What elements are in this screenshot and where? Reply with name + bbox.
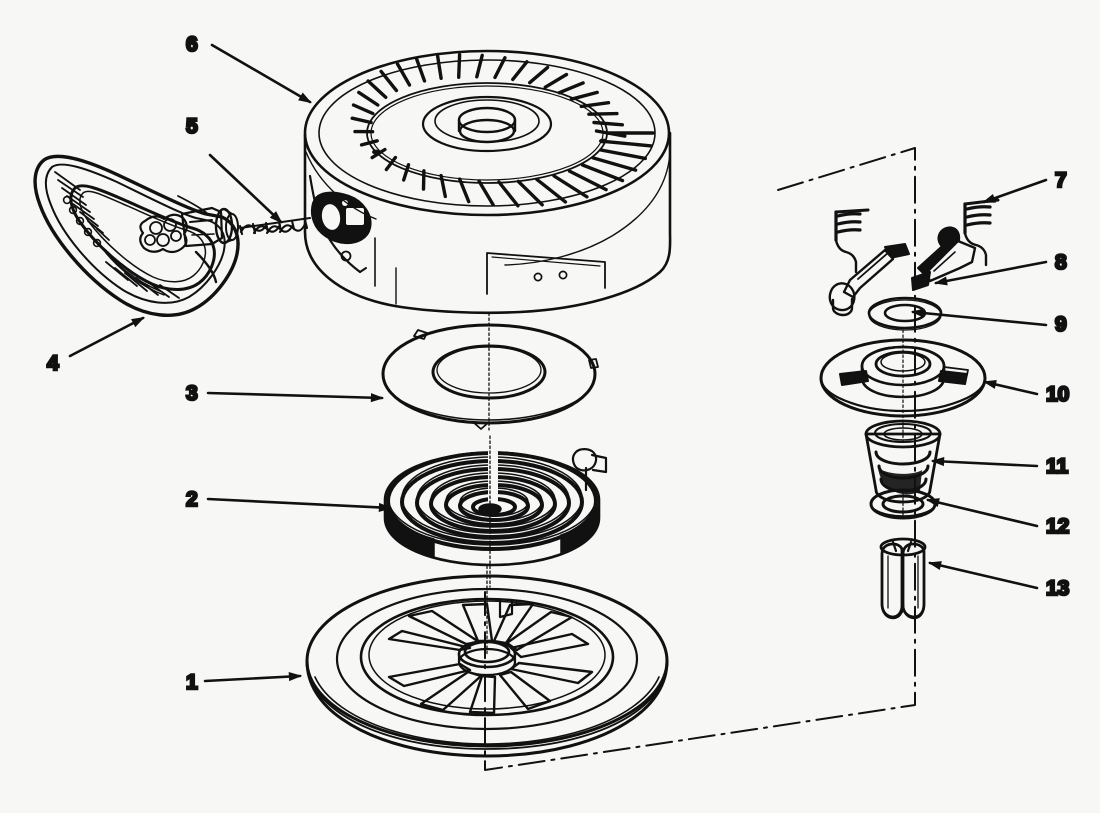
part-pawl-return-spring-right <box>963 198 1000 267</box>
callout-leader-line <box>206 497 392 510</box>
callout-7[interactable]: 7 <box>981 168 1068 204</box>
callout-leader-line <box>68 316 145 358</box>
callout-number-13: 13 <box>1046 577 1069 600</box>
part-retainer-washer <box>869 488 937 520</box>
part-roll-pin <box>879 537 927 620</box>
callout-number-7: 7 <box>1055 169 1067 192</box>
callout-arrowhead <box>269 211 283 224</box>
callout-arrowhead <box>925 498 940 507</box>
callout-arrowhead <box>370 393 385 403</box>
callout-leader-line <box>911 310 1048 327</box>
callout-2[interactable]: 2 <box>185 487 393 512</box>
callout-13[interactable]: 13 <box>927 561 1071 601</box>
callout-number-11: 11 <box>1046 455 1069 478</box>
detail-group-boundary <box>484 147 916 771</box>
part-starter-pawl-right <box>911 226 977 291</box>
callout-number-6: 6 <box>186 33 198 56</box>
part-starter-pulley <box>305 565 669 758</box>
callout-number-3: 3 <box>186 382 198 405</box>
callout-number-1: 1 <box>186 671 198 694</box>
callout-leader-line <box>928 561 1039 590</box>
callout-1[interactable]: 1 <box>185 670 303 695</box>
recoil-spring-outer-hook <box>571 448 608 492</box>
callout-leader-line <box>206 391 384 400</box>
callout-8[interactable]: 8 <box>933 250 1068 286</box>
part-spring-cover-plate <box>381 312 599 431</box>
part-recoil-housing-cover <box>303 49 672 315</box>
callout-3[interactable]: 3 <box>185 381 385 406</box>
callout-number-9: 9 <box>1055 313 1067 336</box>
callout-arrowhead <box>298 92 312 104</box>
part-recoil-spring <box>383 435 608 588</box>
callout-leader-line <box>934 260 1048 285</box>
callout-number-12: 12 <box>1046 515 1069 538</box>
handle-rope-insert <box>139 213 188 254</box>
callout-number-4: 4 <box>47 352 59 375</box>
callout-arrowhead <box>910 308 925 318</box>
callout-arrowhead <box>927 561 942 570</box>
callout-leader-line <box>210 43 312 104</box>
callout-6[interactable]: 6 <box>185 32 312 104</box>
part-starter-rope <box>238 217 311 236</box>
callout-10[interactable]: 10 <box>982 380 1071 407</box>
callout-arrowhead <box>982 380 997 389</box>
callout-number-10: 10 <box>1046 383 1069 406</box>
callout-leader-line <box>208 153 283 224</box>
part-pawl-return-spring-left <box>834 208 870 274</box>
part-starter-handle <box>33 154 240 317</box>
callout-arrowhead <box>933 276 948 286</box>
callout-11[interactable]: 11 <box>930 454 1070 479</box>
callout-arrowhead <box>378 502 393 512</box>
callout-leader-line <box>931 459 1039 468</box>
rope-guide-eyelet <box>310 191 372 245</box>
callout-number-2: 2 <box>186 488 198 511</box>
callout-arrowhead <box>288 672 303 682</box>
part-starter-pawl-left <box>828 243 910 317</box>
callout-5[interactable]: 5 <box>185 114 283 224</box>
callout-arrowhead <box>131 317 145 328</box>
callout-number-5: 5 <box>186 115 198 138</box>
callout-leader-line <box>203 674 302 683</box>
callout-arrowhead <box>981 194 996 203</box>
callout-arrowhead <box>930 456 945 467</box>
callout-4[interactable]: 4 <box>46 316 145 376</box>
callout-12[interactable]: 12 <box>925 498 1071 539</box>
callout-number-8: 8 <box>1055 251 1067 274</box>
callout-leader-line <box>926 498 1039 528</box>
part-pawl-retainer-plate <box>819 329 987 426</box>
callout-9[interactable]: 9 <box>910 308 1068 337</box>
